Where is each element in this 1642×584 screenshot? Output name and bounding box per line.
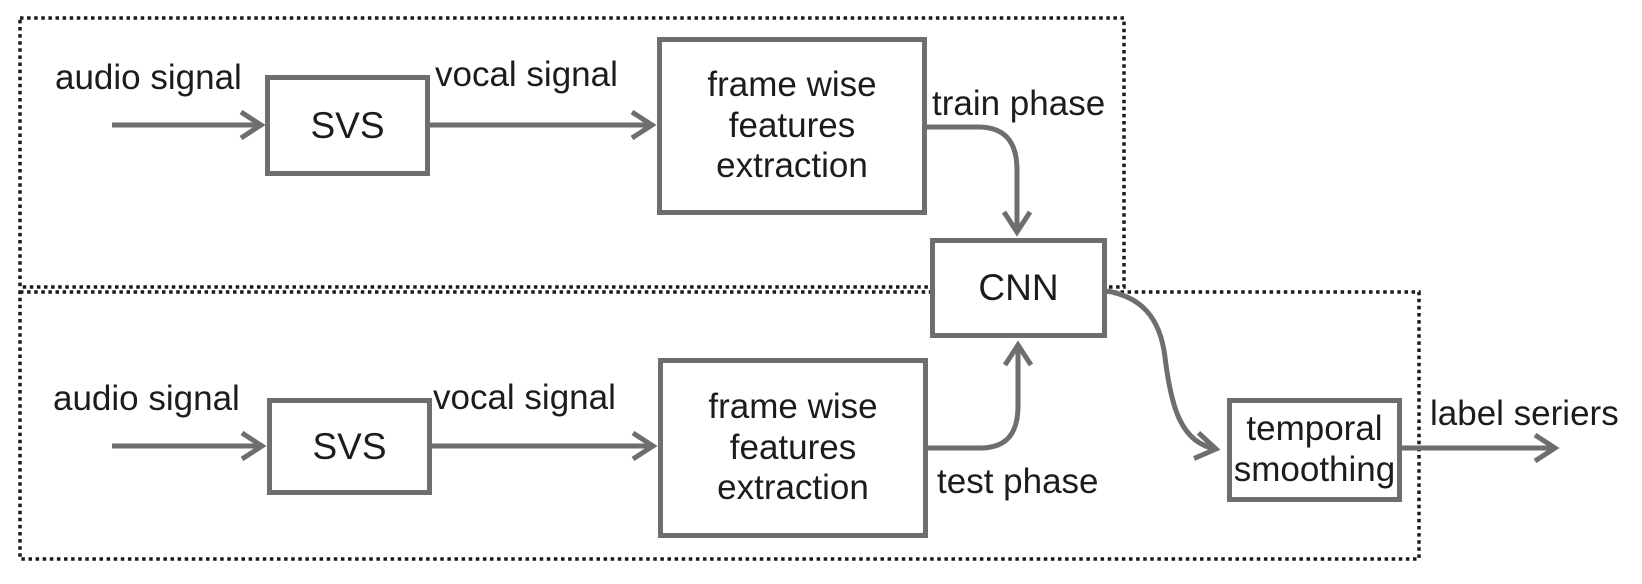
audio-signal-label-test: audio signal: [53, 379, 240, 418]
temporal-smoothing-box-label: temporal smoothing: [1233, 409, 1396, 489]
svs-box-train: SVS: [265, 75, 430, 176]
test-phase-label: test phase: [937, 462, 1099, 501]
arrow-features-train-to-cnn: [927, 124, 1033, 237]
label-seriers-output-label: label seriers: [1430, 394, 1619, 433]
vocal-signal-label-train: vocal signal: [435, 55, 618, 94]
temporal-smoothing-box: temporal smoothing: [1227, 398, 1402, 502]
features-extraction-box-train-label: frame wise features extraction: [707, 64, 877, 186]
train-phase-label: train phase: [932, 84, 1106, 123]
arrow-features-test-to-cnn: [928, 340, 1034, 451]
svs-box-test: SVS: [267, 398, 432, 495]
features-extraction-box-test-label: frame wise features extraction: [708, 386, 878, 508]
train-phase-region-border: [18, 16, 1126, 289]
vocal-signal-label-test: vocal signal: [433, 378, 616, 417]
audio-signal-label-train: audio signal: [55, 58, 242, 97]
features-extraction-box-test: frame wise features extraction: [658, 358, 928, 538]
cnn-box: CNN: [930, 238, 1107, 338]
cnn-box-label: CNN: [978, 267, 1059, 309]
svs-box-test-label: SVS: [312, 425, 387, 467]
svs-box-train-label: SVS: [310, 104, 385, 146]
features-extraction-box-train: frame wise features extraction: [657, 37, 927, 215]
test-phase-region-border: [18, 290, 1421, 561]
arrow-cnn-to-temporal-smoothing: [1106, 288, 1221, 461]
